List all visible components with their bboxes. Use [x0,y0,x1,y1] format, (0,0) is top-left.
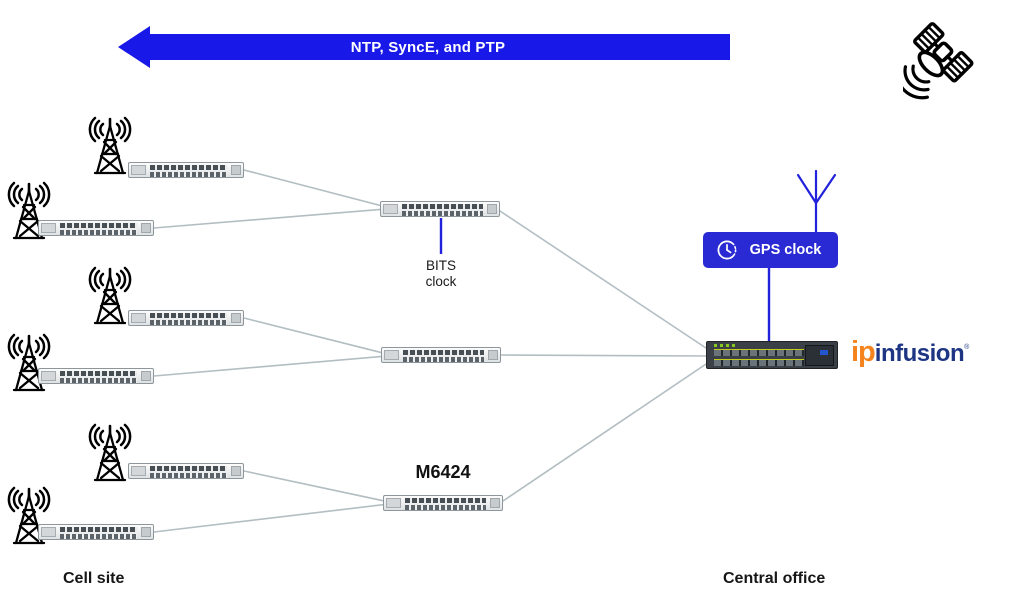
logo-trademark: ® [964,344,970,351]
satellite-icon [903,12,998,107]
cell-site-switch [128,310,244,326]
bits-clock-label: BITS clock [405,258,477,290]
cell-site-switch [128,463,244,479]
gps-antenna-icon [796,169,837,234]
status-leds [714,344,736,347]
cell-site-switch [38,368,154,384]
central-office-switch [706,341,838,369]
left-arrow-icon [118,26,730,68]
cell-tower-icon [3,333,55,395]
central-office-section-label: Central office [723,570,826,587]
gps-clock-label: GPS clock [749,242,822,258]
bits-clock-label-line2: clock [425,274,457,289]
cell-site-switch [38,220,154,236]
cell-site-section-label: Cell site [63,570,125,587]
fiber-links [153,169,713,533]
aggregation-switch-m6424 [380,201,500,217]
aggregation-switch-m6424 [383,495,503,511]
cell-site-switch [128,162,244,178]
logo-ip-text: ip [851,336,876,368]
gps-clock-box: GPS clock [703,232,838,268]
ipinfusion-logo: ip infusion ® [851,336,969,369]
bits-clock-label-line1: BITS [425,258,456,273]
flow-arrow-label: NTP, SyncE, and PTP [350,38,506,56]
clock-feed-lines [439,218,771,343]
aggregation-switch-m6424 [381,347,501,363]
logo-infusion-text: infusion [874,340,965,367]
clock-icon [715,238,739,262]
cell-site-switch [38,524,154,540]
model-label: M6424 [415,462,471,482]
